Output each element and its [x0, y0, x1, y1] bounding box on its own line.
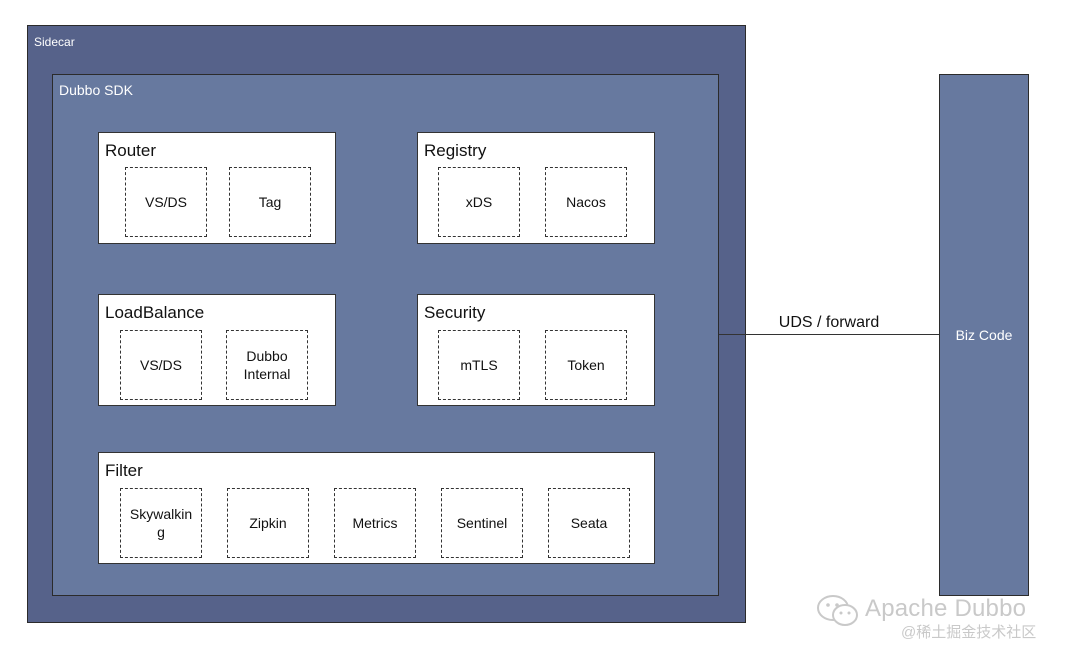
wechat-icon [815, 593, 861, 634]
filter-item-sentinel: Sentinel [441, 488, 523, 558]
security-group: Security mTLS Token [417, 294, 655, 406]
watermark-sub: @稀土掘金技术社区 [901, 624, 1037, 641]
filter-item-metrics: Metrics [334, 488, 416, 558]
filter-item-zipkin: Zipkin [227, 488, 309, 558]
filter-group: Filter Skywalkin g Zipkin Metrics Sentin… [98, 452, 655, 564]
registry-group: Registry xDS Nacos [417, 132, 655, 244]
watermark-main: Apache Dubbo [865, 595, 1027, 622]
router-title: Router [105, 141, 157, 160]
biz-code-label: Biz Code [955, 327, 1013, 343]
loadbalance-item-dubbo-internal: Dubbo Internal [226, 330, 308, 400]
registry-item-xds: xDS [438, 167, 520, 237]
biz-code-container: Biz Code [939, 74, 1029, 596]
security-title: Security [424, 303, 486, 322]
router-item-tag: Tag [229, 167, 311, 237]
loadbalance-title: LoadBalance [105, 303, 205, 322]
security-item-mtls: mTLS [438, 330, 520, 400]
filter-item-skywalking: Skywalkin g [120, 488, 202, 558]
registry-title: Registry [424, 141, 487, 160]
dubbo-sdk-label: Dubbo SDK [59, 82, 133, 98]
router-group: Router VS/DS Tag [98, 132, 336, 244]
sidecar-label: Sidecar [34, 35, 75, 49]
router-item-vsds: VS/DS [125, 167, 207, 237]
security-item-token: Token [545, 330, 627, 400]
filter-title: Filter [105, 461, 143, 480]
registry-item-nacos: Nacos [545, 167, 627, 237]
loadbalance-group: LoadBalance VS/DS Dubbo Internal [98, 294, 336, 406]
filter-item-seata: Seata [548, 488, 630, 558]
uds-forward-label: UDS / forward [778, 314, 880, 331]
uds-forward-connector [719, 334, 939, 335]
loadbalance-item-vsds: VS/DS [120, 330, 202, 400]
